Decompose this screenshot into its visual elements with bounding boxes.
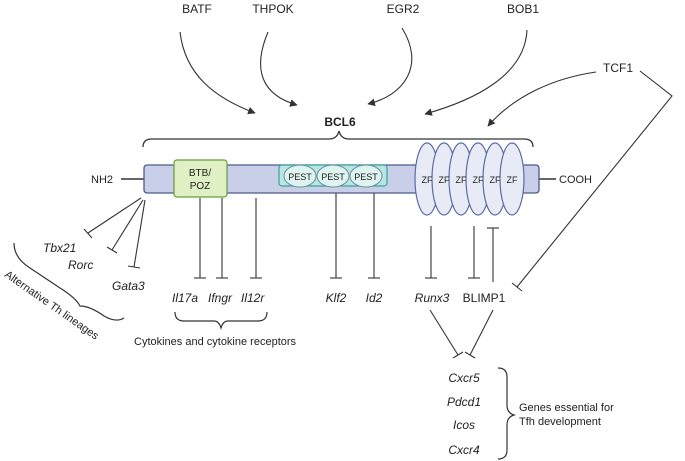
arrow-egr2 (367, 27, 413, 107)
gene-tbx21: Tbx21 (43, 241, 76, 255)
arrow-tcf1 (487, 71, 597, 127)
regulator-egr2: EGR2 (387, 2, 420, 16)
zf-label-6: ZF (507, 175, 518, 185)
regulator-bob1: BOB1 (507, 2, 539, 16)
arrow-bob1 (424, 29, 528, 116)
gene-il12r: Il12r (241, 291, 265, 305)
btb-label-line1: BTB/ (189, 168, 211, 179)
tfh-label-line1: Genes essential for (519, 402, 614, 414)
protein-name: BCL6 (324, 115, 356, 129)
regulator-thpok: THPOK (252, 2, 293, 16)
arrow-thpok (260, 31, 298, 107)
tfh-label-line2: Tfh development (519, 416, 601, 428)
pest-label-2: PEST (321, 172, 345, 182)
cytokine-label: Cytokines and cytokine receptors (134, 336, 297, 348)
zf-label-3: ZF (456, 175, 467, 185)
c-terminus-label: COOH (559, 174, 592, 186)
n-terminus-label: NH2 (91, 174, 113, 186)
gene-cxcr5: Cxcr5 (448, 371, 480, 385)
alt-lineage-label: Alternative Th lineages (2, 269, 101, 343)
btb-poz-domain: BTB/ POZ (173, 159, 228, 198)
pest-region: PEST PEST PEST (278, 164, 388, 188)
arrow-batf (179, 31, 256, 115)
gene-cxcr4: Cxcr4 (448, 443, 480, 457)
gene-pdcd1: Pdcd1 (447, 395, 481, 409)
gene-il17a: Il17a (172, 291, 198, 305)
gene-rorc: Rorc (68, 258, 93, 272)
gene-runx3: Runx3 (415, 291, 450, 305)
btb-label-line2: POZ (190, 181, 211, 192)
zf-label-5: ZF (490, 175, 501, 185)
cytokine-brace (174, 311, 268, 331)
alt-lineage-brace (13, 242, 125, 321)
gene-blimp1: BLIMP1 (463, 291, 506, 305)
gene-id2: Id2 (366, 291, 383, 305)
gene-icos: Icos (453, 418, 475, 432)
zinc-finger-domain (414, 142, 525, 216)
bcl6-brace (142, 130, 534, 148)
gene-gata3: Gata3 (112, 279, 145, 293)
zf-label-2: ZF (439, 175, 450, 185)
regulator-tcf1: TCF1 (603, 61, 633, 75)
zf-label-1: ZF (422, 175, 433, 185)
gene-klf2: Klf2 (326, 291, 347, 305)
inhibition-lines (83, 193, 499, 359)
tfh-brace (497, 367, 517, 460)
regulator-batf: BATF (182, 2, 212, 16)
gene-ifngr: Ifngr (208, 291, 233, 305)
pest-label-1: PEST (288, 172, 312, 182)
activation-arrows (179, 27, 597, 127)
tcf1-inhibition (511, 70, 673, 292)
pest-label-3: PEST (354, 172, 378, 182)
zf-label-4: ZF (473, 175, 484, 185)
